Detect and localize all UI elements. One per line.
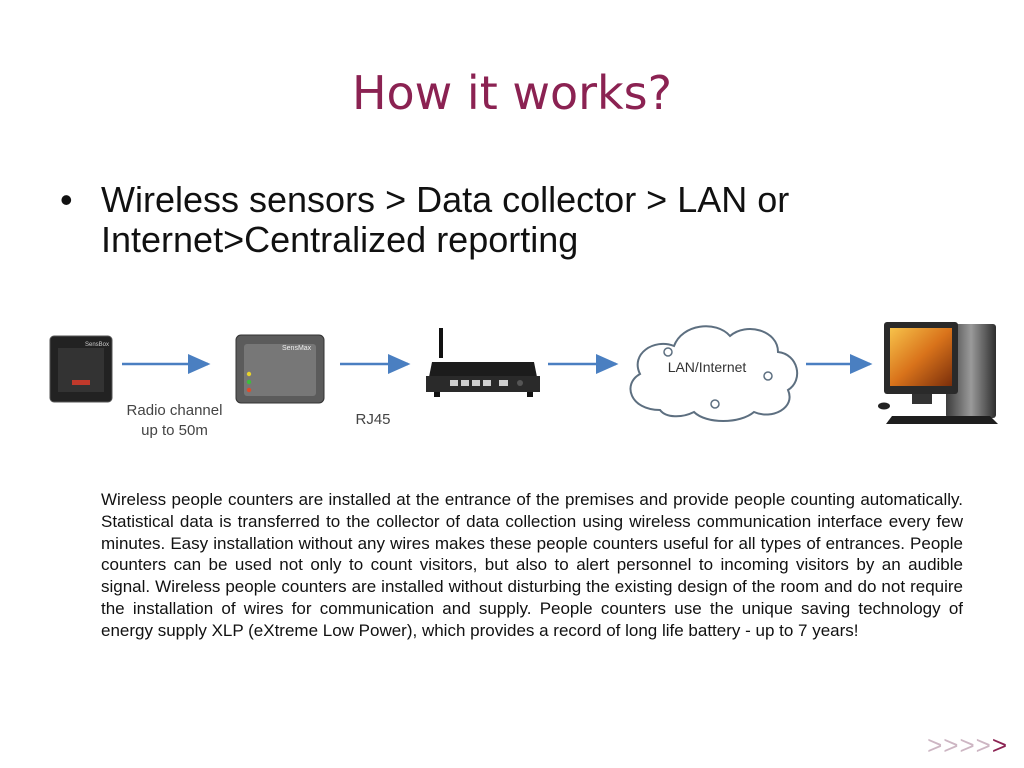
computer-icon <box>878 322 998 424</box>
data-collector-icon: SensMax <box>235 334 325 404</box>
radio-caption-line1: Radio channel <box>126 402 223 419</box>
radio-caption: Radio channel up to 50m <box>112 401 237 441</box>
nav-arrows-dim: >>>> <box>927 730 992 760</box>
bullet-marker: • <box>60 179 73 220</box>
collector-label: SensMax <box>282 345 312 352</box>
slide-title: How it works? <box>351 66 673 120</box>
cloud-label: LAN/Internet <box>668 359 747 375</box>
next-slide-nav[interactable]: >>>>> <box>927 730 1008 761</box>
router-icon <box>426 328 540 397</box>
wireless-sensor-icon: SensBox <box>49 335 113 403</box>
description-paragraph: Wireless people counters are installed a… <box>101 490 963 640</box>
network-diagram: SensBox SensMax LAN/Internet <box>49 322 998 424</box>
nav-arrow-strong: > <box>991 730 1008 760</box>
cloud-icon: LAN/Internet <box>629 325 798 422</box>
rj45-caption: RJ45 <box>355 411 391 428</box>
radio-caption-line2: up to 50m <box>141 422 208 439</box>
bullet-text: Wireless sensors > Data collector > LAN … <box>101 179 790 260</box>
sensor-label: SensBox <box>85 342 109 348</box>
